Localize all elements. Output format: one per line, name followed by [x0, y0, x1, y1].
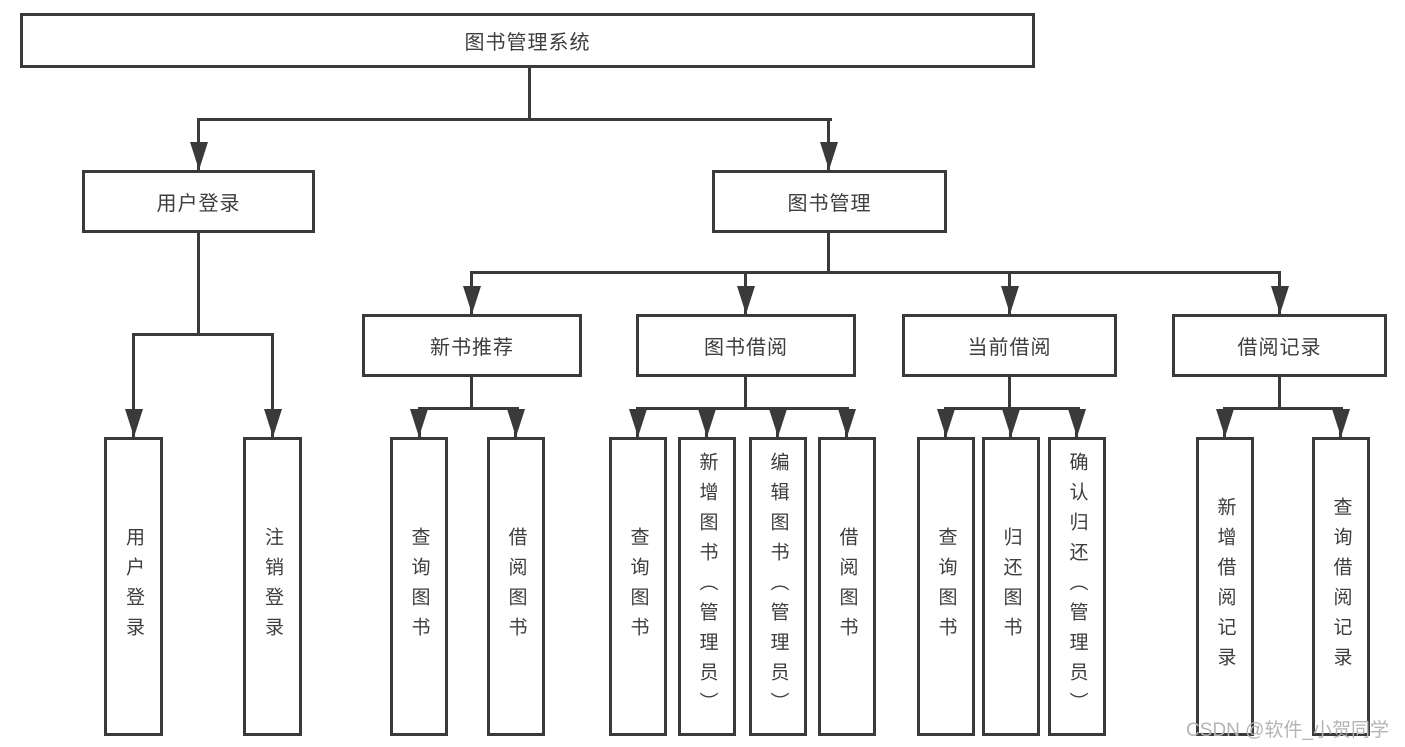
- node-label: 图书管理: [787, 193, 872, 215]
- arrowhead-down-icon: [264, 409, 282, 437]
- node-borrowing-records: 借阅记录: [1172, 314, 1387, 377]
- node-label: 图书借阅: [704, 337, 788, 359]
- arrowhead-down-icon: [1271, 286, 1289, 314]
- arrowhead-down-icon: [737, 286, 755, 314]
- connector-line: [944, 407, 1080, 410]
- leaf-query-books-recommend: 查询图书: [390, 437, 448, 736]
- arrowhead-down-icon: [410, 409, 428, 437]
- node-label: 当前借阅: [967, 337, 1052, 359]
- leaf-label: 新增借阅记录: [1214, 496, 1236, 677]
- node-label: 新书推荐: [430, 337, 514, 359]
- leaf-add-books-admin: 新增图书（管理员）: [678, 437, 736, 736]
- leaf-label: 查询借阅记录: [1330, 496, 1352, 677]
- leaf-query-books-borrowing: 查询图书: [609, 437, 667, 736]
- connector-line: [197, 118, 832, 121]
- node-new-book-recommend: 新书推荐: [362, 314, 582, 377]
- connector-line: [636, 407, 849, 410]
- arrowhead-down-icon: [698, 409, 716, 437]
- leaf-edit-books-admin: 编辑图书（管理员）: [749, 437, 807, 736]
- leaf-confirm-return-admin: 确认归还（管理员）: [1048, 437, 1106, 736]
- leaf-logout: 注销登录: [243, 437, 302, 736]
- arrowhead-down-icon: [937, 409, 955, 437]
- node-label: 用户登录: [156, 193, 241, 215]
- arrowhead-down-icon: [1216, 409, 1234, 437]
- connector-line: [827, 233, 830, 274]
- arrowhead-down-icon: [1001, 286, 1019, 314]
- leaf-add-borrow-record: 新增借阅记录: [1196, 437, 1254, 736]
- node-label: 图书管理系统: [464, 32, 591, 54]
- csdn-watermark: CSDN @软件_小贺同学: [1186, 720, 1389, 741]
- leaf-label: 用户登录: [123, 526, 144, 647]
- leaf-label: 归还图书: [1000, 526, 1022, 647]
- leaf-query-borrow-record: 查询借阅记录: [1312, 437, 1370, 736]
- leaf-return-books: 归还图书: [982, 437, 1040, 736]
- connector-line: [132, 333, 135, 437]
- leaf-label: 查询图书: [627, 526, 649, 647]
- connector-line: [197, 233, 200, 336]
- leaf-query-books-current: 查询图书: [917, 437, 975, 736]
- arrowhead-down-icon: [507, 409, 525, 437]
- node-user-login: 用户登录: [82, 170, 315, 233]
- connector-line: [1008, 377, 1011, 410]
- connector-line: [418, 407, 519, 410]
- arrowhead-down-icon: [1332, 409, 1350, 437]
- leaf-label: 查询图书: [935, 526, 957, 647]
- connector-line: [470, 271, 1281, 274]
- leaf-label: 确认归还（管理员）: [1066, 451, 1088, 722]
- arrowhead-down-icon: [769, 409, 787, 437]
- arrowhead-down-icon: [1068, 409, 1086, 437]
- connector-line: [470, 377, 473, 410]
- leaf-user-login: 用户登录: [104, 437, 163, 736]
- leaf-label: 编辑图书（管理员）: [767, 451, 789, 722]
- connector-line: [271, 333, 274, 437]
- connector-line: [528, 68, 531, 119]
- leaf-borrow-books: 借阅图书: [818, 437, 876, 736]
- arrowhead-down-icon: [629, 409, 647, 437]
- connector-line: [1278, 377, 1281, 410]
- connector-line: [132, 333, 274, 336]
- leaf-label: 注销登录: [262, 526, 283, 647]
- node-label: 借阅记录: [1237, 337, 1322, 359]
- arrowhead-down-icon: [125, 409, 143, 437]
- node-book-borrowing: 图书借阅: [636, 314, 856, 377]
- arrowhead-down-icon: [820, 142, 838, 170]
- leaf-label: 借阅图书: [505, 526, 527, 647]
- leaf-borrow-books-recommend: 借阅图书: [487, 437, 545, 736]
- leaf-label: 查询图书: [408, 526, 430, 647]
- connector-line: [744, 377, 747, 410]
- leaf-label: 借阅图书: [836, 526, 858, 647]
- node-current-borrowing: 当前借阅: [902, 314, 1117, 377]
- arrowhead-down-icon: [463, 286, 481, 314]
- arrowhead-down-icon: [190, 142, 208, 170]
- connector-line: [1223, 407, 1343, 410]
- arrowhead-down-icon: [838, 409, 856, 437]
- node-root-system: 图书管理系统: [20, 13, 1035, 68]
- node-book-management: 图书管理: [712, 170, 947, 233]
- arrowhead-down-icon: [1002, 409, 1020, 437]
- leaf-label: 新增图书（管理员）: [696, 451, 718, 722]
